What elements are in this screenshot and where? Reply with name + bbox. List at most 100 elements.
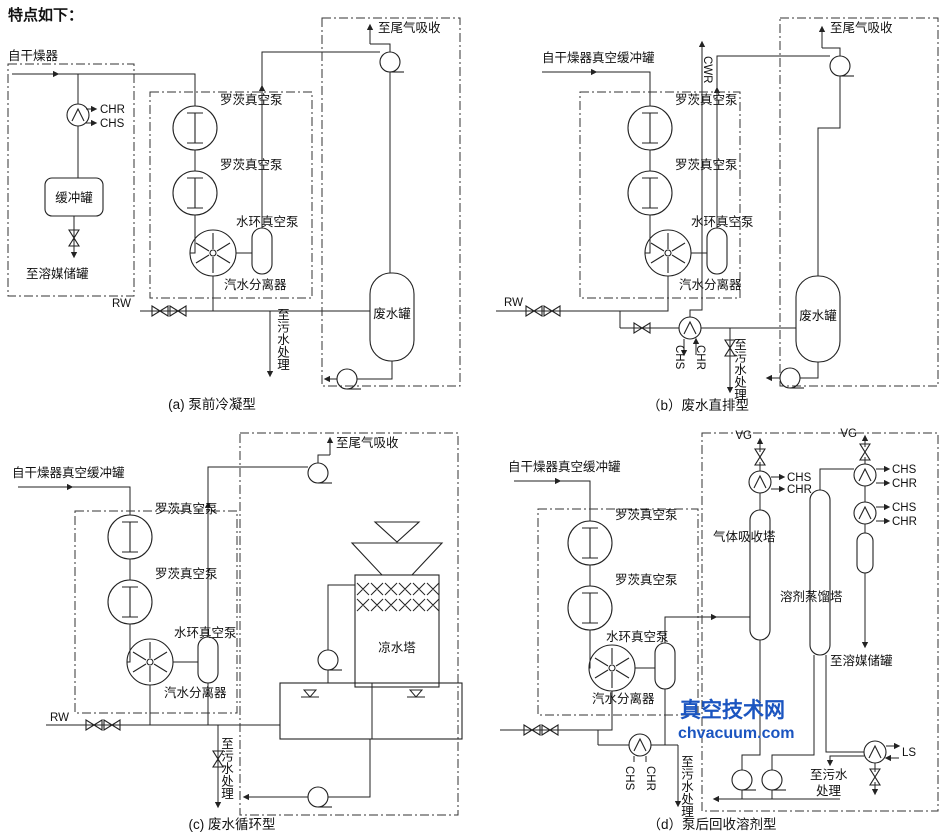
label-chs4: CHS bbox=[623, 766, 635, 791]
label-rw: RW bbox=[504, 297, 523, 309]
boundary-box-wastewater bbox=[779, 17, 939, 387]
water-ring-pump-icon bbox=[588, 644, 636, 692]
label-to-tailgas: 至尾气吸收 bbox=[830, 20, 893, 35]
water-level-icon bbox=[300, 689, 320, 698]
boundary-box-recovery bbox=[701, 432, 939, 812]
label-chs: CHS bbox=[673, 345, 685, 370]
waste-tank-icon bbox=[369, 272, 415, 362]
panel-a-pre-pump-condensing: 自干燥器 CHR CHS 缓冲罐 至溶媒储罐 罗茨真空泵 罗茨真空泵 水环真空泵… bbox=[7, 17, 461, 412]
label-roots-pump-1: 罗茨真空泵 bbox=[155, 502, 218, 516]
label-to-tailgas: 至尾气吸收 bbox=[378, 20, 441, 35]
tailgas-pump-icon bbox=[379, 51, 405, 73]
water-basin-icon bbox=[279, 682, 463, 740]
cooling-tower-funnel-icon bbox=[350, 542, 444, 576]
panel-c-water-recirculation: 自干燥器真空缓冲罐 至尾气吸收 罗茨真空泵 罗茨真空泵 水环真空泵 汽水分离器 … bbox=[12, 432, 463, 832]
separator-icon bbox=[251, 227, 273, 275]
label-from-dryer: 自干燥器真空缓冲罐 bbox=[508, 459, 621, 474]
label-rw: RW bbox=[112, 298, 131, 310]
panel-c-piping bbox=[18, 436, 440, 809]
bottoms-pump-1-icon bbox=[731, 769, 757, 791]
roots-pump-2-icon bbox=[627, 170, 673, 216]
watermark-site-url: chvacuum.com bbox=[678, 725, 794, 742]
separator-icon bbox=[654, 642, 676, 690]
drain-pump-icon bbox=[779, 367, 805, 389]
label-to-sewage-2-line1: 至污水 bbox=[810, 768, 848, 782]
label-chs1: CHS bbox=[787, 472, 812, 484]
label-chr: CHR bbox=[100, 104, 125, 116]
gas-absorber-tower-icon bbox=[749, 509, 771, 641]
label-chr3: CHR bbox=[892, 516, 917, 528]
separator-icon bbox=[706, 227, 728, 275]
roots-pump-2-icon bbox=[172, 170, 218, 216]
label-buffer-tank: 缓冲罐 bbox=[55, 190, 93, 205]
label-to-sewage-2-line2: 处理 bbox=[816, 784, 842, 798]
label-to-sewage: 至污水处理 bbox=[275, 308, 289, 371]
label-distillation-tower: 溶剂蒸馏塔 bbox=[780, 589, 843, 604]
label-to-solvent-tank: 至溶媒储罐 bbox=[830, 653, 893, 668]
caption-a: (a) 泵前冷凝型 bbox=[168, 396, 256, 412]
caption-d: （d）泵后回收溶剂型 bbox=[647, 817, 776, 832]
roots-pump-1-icon bbox=[567, 520, 613, 566]
cooler-hx-icon bbox=[628, 733, 652, 757]
label-waste-tank: 废水罐 bbox=[373, 306, 411, 321]
buffer-tank-icon bbox=[44, 177, 104, 217]
separator-icon bbox=[197, 636, 219, 684]
label-to-tailgas: 至尾气吸收 bbox=[336, 435, 399, 450]
condensate-vessel-icon bbox=[856, 532, 874, 574]
label-roots-pump-1: 罗茨真空泵 bbox=[675, 93, 738, 107]
label-vg1: VG bbox=[735, 430, 752, 442]
label-roots-pump-1: 罗茨真空泵 bbox=[220, 93, 283, 107]
label-chs2: CHS bbox=[892, 464, 917, 476]
label-from-dryer: 自干燥器真空缓冲罐 bbox=[12, 465, 125, 480]
label-roots-pump-2: 罗茨真空泵 bbox=[220, 158, 283, 172]
roots-pump-1-icon bbox=[627, 105, 673, 151]
label-waste-tank: 废水罐 bbox=[799, 308, 837, 323]
label-vg2: VG bbox=[840, 428, 857, 440]
tower-feed-pump-icon bbox=[317, 649, 343, 671]
cooling-tower-body-icon bbox=[354, 574, 440, 688]
panel-a-piping bbox=[12, 23, 393, 383]
label-to-sewage-1: 至污水处理 bbox=[679, 755, 693, 818]
label-separator: 汽水分离器 bbox=[679, 277, 742, 292]
absorber-condenser-hx-icon bbox=[748, 470, 772, 494]
label-roots-pump-2: 罗茨真空泵 bbox=[155, 567, 218, 581]
panel-b-piping bbox=[496, 25, 841, 394]
label-separator: 汽水分离器 bbox=[224, 277, 287, 292]
roots-pump-2-icon bbox=[107, 579, 153, 625]
condenser-hx-icon bbox=[66, 103, 90, 127]
boundary-box-wastewater bbox=[321, 17, 461, 387]
label-chr4: CHR bbox=[644, 766, 656, 791]
label-from-dryer: 自干燥器真空缓冲罐 bbox=[542, 50, 655, 65]
cooling-tower-fan-icon bbox=[373, 521, 421, 543]
label-chr1: CHR bbox=[787, 484, 812, 496]
tailgas-pump-icon bbox=[829, 55, 855, 77]
label-ls: LS bbox=[902, 747, 916, 759]
water-ring-pump-icon bbox=[644, 229, 692, 277]
label-separator: 汽水分离器 bbox=[164, 685, 227, 700]
recirculation-pump-icon bbox=[307, 786, 333, 808]
roots-pump-1-icon bbox=[107, 514, 153, 560]
condenser-hx-2-icon bbox=[853, 501, 877, 525]
boundary-box-pumps bbox=[537, 508, 699, 716]
label-chs3: CHS bbox=[892, 502, 917, 514]
label-separator: 汽水分离器 bbox=[592, 691, 655, 706]
intro-text: 特点如下： bbox=[8, 6, 83, 24]
label-gas-absorber: 气体吸收塔 bbox=[713, 529, 776, 544]
caption-b: （b）废水直排型 bbox=[647, 398, 749, 413]
distillation-tower-icon bbox=[809, 489, 831, 656]
label-rw: RW bbox=[50, 712, 69, 724]
panel-d-solvent-recovery: 自干燥器真空缓冲罐 VG VG CHS CHR CHS CHR CHS CHR … bbox=[500, 428, 939, 832]
roots-pump-2-icon bbox=[567, 585, 613, 631]
label-cooling-tower: 凉水塔 bbox=[378, 640, 416, 655]
label-roots-pump-2: 罗茨真空泵 bbox=[675, 158, 738, 172]
label-water-ring-pump: 水环真空泵 bbox=[691, 215, 754, 229]
tailgas-pump-icon bbox=[307, 462, 333, 484]
label-water-ring-pump: 水环真空泵 bbox=[236, 215, 299, 229]
reboiler-hx-icon bbox=[863, 740, 887, 764]
watermark-site-name: 真空技术网 bbox=[680, 698, 785, 722]
boundary-box-pumps bbox=[149, 91, 313, 299]
label-chr2: CHR bbox=[892, 478, 917, 490]
caption-c: (c) 废水循环型 bbox=[189, 817, 276, 832]
label-chs: CHS bbox=[100, 118, 125, 130]
